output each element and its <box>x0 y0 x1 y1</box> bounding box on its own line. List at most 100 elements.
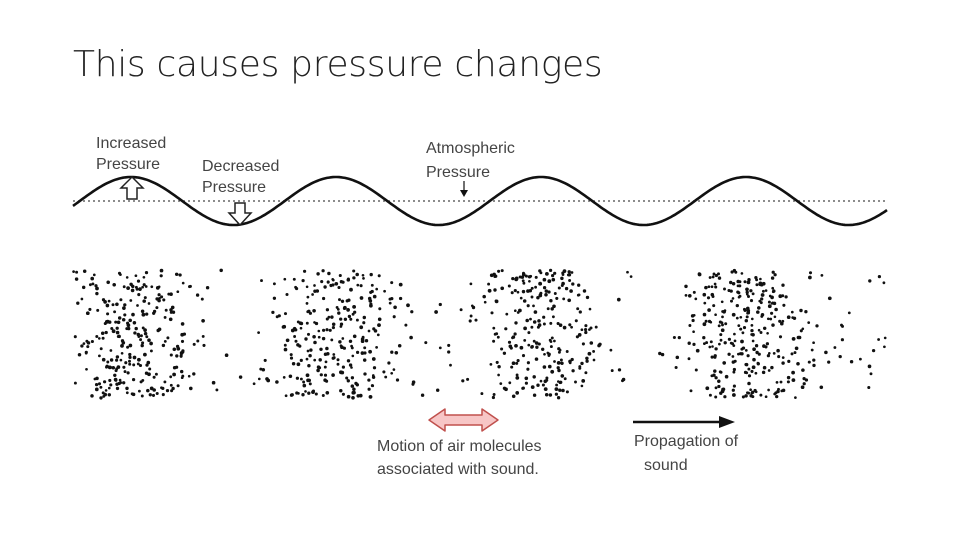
air-molecule <box>347 314 352 319</box>
air-molecule <box>542 365 547 369</box>
air-molecule <box>317 335 321 339</box>
air-molecule <box>767 300 771 304</box>
air-molecule <box>362 358 367 362</box>
air-molecule <box>801 368 805 372</box>
air-molecule <box>489 363 493 366</box>
air-molecule <box>560 284 564 287</box>
air-molecule <box>533 310 538 314</box>
air-molecule <box>731 360 736 364</box>
air-molecule <box>515 361 519 365</box>
air-molecule <box>508 381 512 385</box>
air-molecule <box>710 374 714 378</box>
air-molecule <box>169 308 173 312</box>
air-molecule <box>131 377 136 382</box>
air-molecule <box>547 279 552 284</box>
air-molecule <box>585 359 589 363</box>
air-molecule <box>164 308 168 312</box>
air-molecule <box>165 388 170 393</box>
air-molecule <box>305 357 309 361</box>
air-molecule <box>707 308 711 312</box>
increased-pressure-up-arrow-icon <box>119 175 145 200</box>
air-molecule <box>723 341 727 345</box>
air-molecule <box>745 292 749 296</box>
air-molecule <box>135 287 139 291</box>
air-molecule <box>74 277 79 281</box>
air-molecule <box>163 339 167 343</box>
air-molecule <box>497 269 501 273</box>
air-molecule <box>764 289 768 292</box>
increased-pressure-label-line2: Pressure <box>96 156 160 173</box>
air-molecule <box>581 379 586 383</box>
air-molecule <box>188 386 193 391</box>
air-molecule <box>793 351 797 355</box>
air-molecule <box>119 273 122 276</box>
air-molecule <box>849 360 854 364</box>
air-molecule <box>301 393 305 397</box>
air-molecule <box>516 359 520 363</box>
air-molecule <box>741 395 745 399</box>
pressure-wave <box>72 175 888 227</box>
air-molecule <box>759 331 763 334</box>
air-molecule <box>692 290 696 294</box>
air-molecule <box>523 326 527 331</box>
air-molecule <box>118 378 122 382</box>
air-molecule <box>192 342 196 346</box>
air-molecule <box>757 306 761 310</box>
air-molecule <box>303 269 307 273</box>
air-molecule <box>545 378 549 382</box>
air-molecule <box>744 363 748 366</box>
air-molecule <box>711 295 715 298</box>
air-molecule <box>346 394 351 399</box>
air-molecule <box>766 354 771 358</box>
air-molecule <box>336 358 340 362</box>
air-molecule <box>757 328 761 332</box>
air-molecule <box>747 295 750 298</box>
air-molecule <box>513 332 517 336</box>
air-molecule <box>471 305 476 310</box>
air-molecule <box>564 286 569 291</box>
air-molecule <box>529 317 532 321</box>
air-molecule <box>141 341 145 345</box>
air-molecule <box>571 369 575 373</box>
air-molecule <box>129 299 133 302</box>
air-molecule <box>841 324 844 328</box>
air-molecule <box>594 325 598 329</box>
air-molecule <box>553 292 557 295</box>
air-molecule <box>771 286 775 290</box>
air-molecule <box>321 269 325 273</box>
air-molecule <box>377 323 381 327</box>
air-molecule <box>770 295 774 300</box>
air-molecule <box>180 322 185 326</box>
air-molecule <box>770 311 774 315</box>
air-molecule <box>494 299 498 303</box>
air-molecule <box>384 375 388 379</box>
air-molecule <box>99 347 103 351</box>
air-molecule <box>802 376 806 381</box>
air-molecule <box>585 356 589 361</box>
air-molecule <box>584 371 588 375</box>
air-molecule <box>745 287 749 292</box>
air-molecule <box>750 333 753 336</box>
air-molecule <box>85 367 88 371</box>
air-molecule <box>523 338 527 342</box>
air-molecule <box>746 311 749 315</box>
air-molecule <box>146 360 151 365</box>
air-molecule <box>687 293 692 298</box>
air-molecule <box>526 367 530 371</box>
air-molecule <box>762 344 766 348</box>
air-molecule <box>293 335 297 338</box>
air-molecule <box>754 275 758 280</box>
air-molecule <box>744 394 748 398</box>
air-molecule <box>161 386 165 391</box>
air-molecule <box>369 302 373 306</box>
air-molecule <box>555 383 559 387</box>
air-molecule <box>717 379 721 384</box>
air-molecule <box>367 378 371 382</box>
air-molecule <box>791 370 795 375</box>
air-molecule <box>714 376 718 380</box>
air-molecule <box>356 350 360 354</box>
air-molecule <box>717 272 720 276</box>
air-molecule <box>98 354 101 358</box>
air-molecule <box>749 388 752 392</box>
air-molecule <box>382 370 386 374</box>
